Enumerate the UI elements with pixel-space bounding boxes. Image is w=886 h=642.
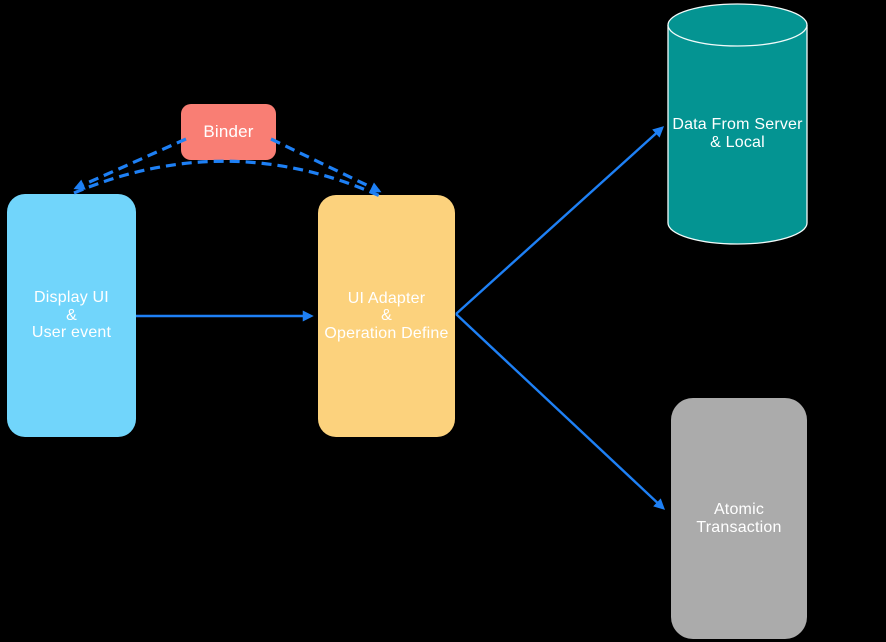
edge-binder-to-display-ui (73, 137, 187, 190)
edge-binder-to-ui-adapter (270, 137, 382, 193)
ui-adapter-label-line1: UI Adapter (347, 289, 426, 307)
display-ui-label-line1: Display UI (34, 289, 109, 307)
edge-display-ui-to-ui-adapter-dashed (73, 159, 381, 198)
atomic-label-line1: Atomic (713, 500, 765, 518)
edge-ui-adapter-to-data-store (455, 126, 665, 315)
node-atomic-transaction: Atomic Transaction (671, 398, 807, 639)
node-binder: Binder (181, 104, 276, 160)
display-ui-label-line2: & (66, 306, 77, 324)
cylinder-top (667, 3, 808, 47)
ui-adapter-label-line2: & (381, 307, 392, 325)
display-ui-label-line3: User event (31, 324, 112, 342)
data-store-label-line1: Data From (672, 116, 750, 133)
data-store-label: Data From Server & Local (668, 116, 807, 152)
atomic-label-line2: Transaction (696, 518, 782, 536)
binder-label: Binder (203, 121, 254, 141)
edge-ui-adapter-to-atomic (455, 313, 666, 510)
node-display-ui: Display UI & User event (7, 194, 136, 437)
ui-adapter-label-line3: Operation Define (324, 324, 449, 342)
node-ui-adapter: UI Adapter & Operation Define (318, 195, 455, 437)
